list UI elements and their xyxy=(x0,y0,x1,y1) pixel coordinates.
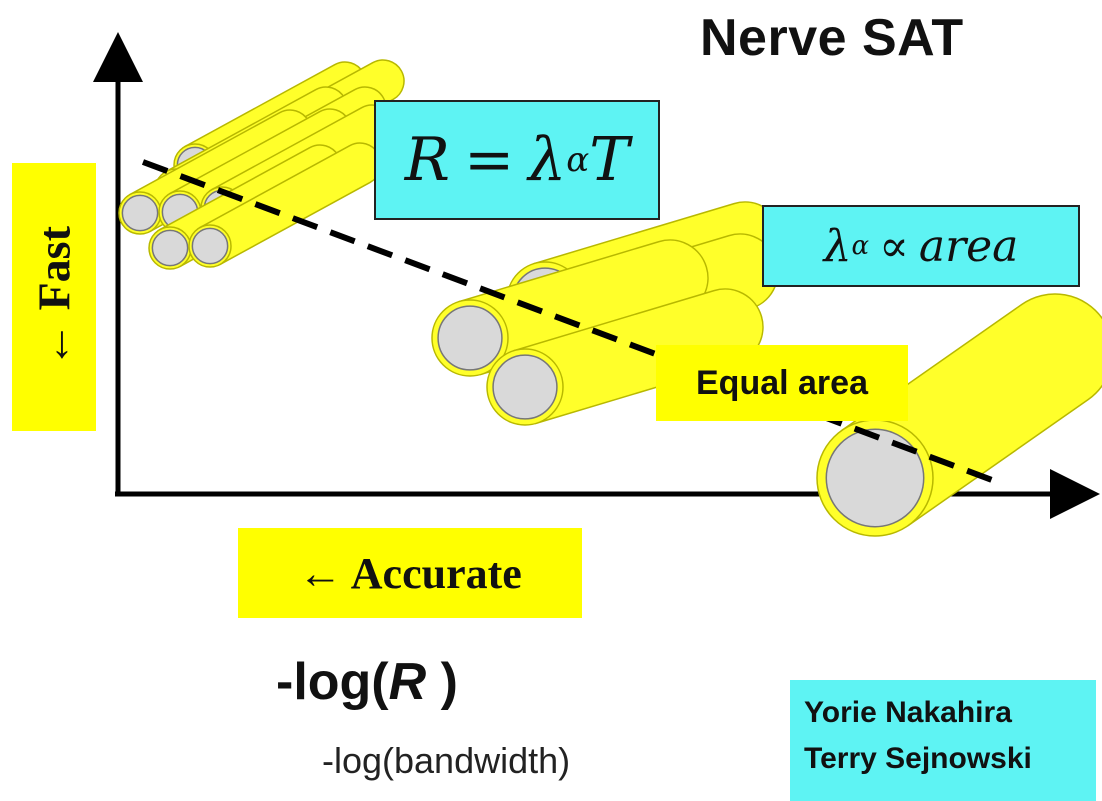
medium-nerve-fiber xyxy=(486,288,764,426)
x-quantity-label: -log(R ) xyxy=(276,652,458,712)
x-axis-label-box: ← Accurate xyxy=(238,528,582,618)
tradeoff-dashed-line xyxy=(141,159,1002,486)
equation-lambda: λ xyxy=(528,125,567,195)
y-axis-label: ← Fast xyxy=(28,226,80,368)
equation-lhs: R xyxy=(404,125,450,195)
author-name: Yorie Nakahira xyxy=(804,696,1012,729)
equation-rhs: T xyxy=(589,125,630,195)
x-quantity-variable: R xyxy=(388,653,427,711)
equation-equals: = xyxy=(463,125,515,195)
author-name: Terry Sejnowski xyxy=(804,742,1032,775)
proportional-to-symbol: ∝ xyxy=(879,220,909,272)
thin-nerve-fiber xyxy=(188,142,382,268)
page-title: Nerve SAT xyxy=(700,9,964,67)
x-quantity-alt-label: -log(bandwidth) xyxy=(322,740,571,781)
proportionality-lambda-subscript: α xyxy=(851,231,870,261)
equal-area-label: Equal area xyxy=(656,345,908,421)
proportionality-lambda: λ xyxy=(823,220,852,272)
equation-lambda-subscript: α xyxy=(566,140,590,180)
proportionality-rhs: area xyxy=(918,220,1019,272)
authors-box: Yorie Nakahira Terry Sejnowski xyxy=(790,680,1096,801)
x-quantity-prefix: -log( xyxy=(276,653,389,711)
x-quantity-suffix: ) xyxy=(426,653,458,711)
y-axis-label-box xyxy=(12,163,96,431)
medium-nerve-fiber xyxy=(431,239,709,377)
x-axis-label: ← Accurate xyxy=(298,548,522,598)
